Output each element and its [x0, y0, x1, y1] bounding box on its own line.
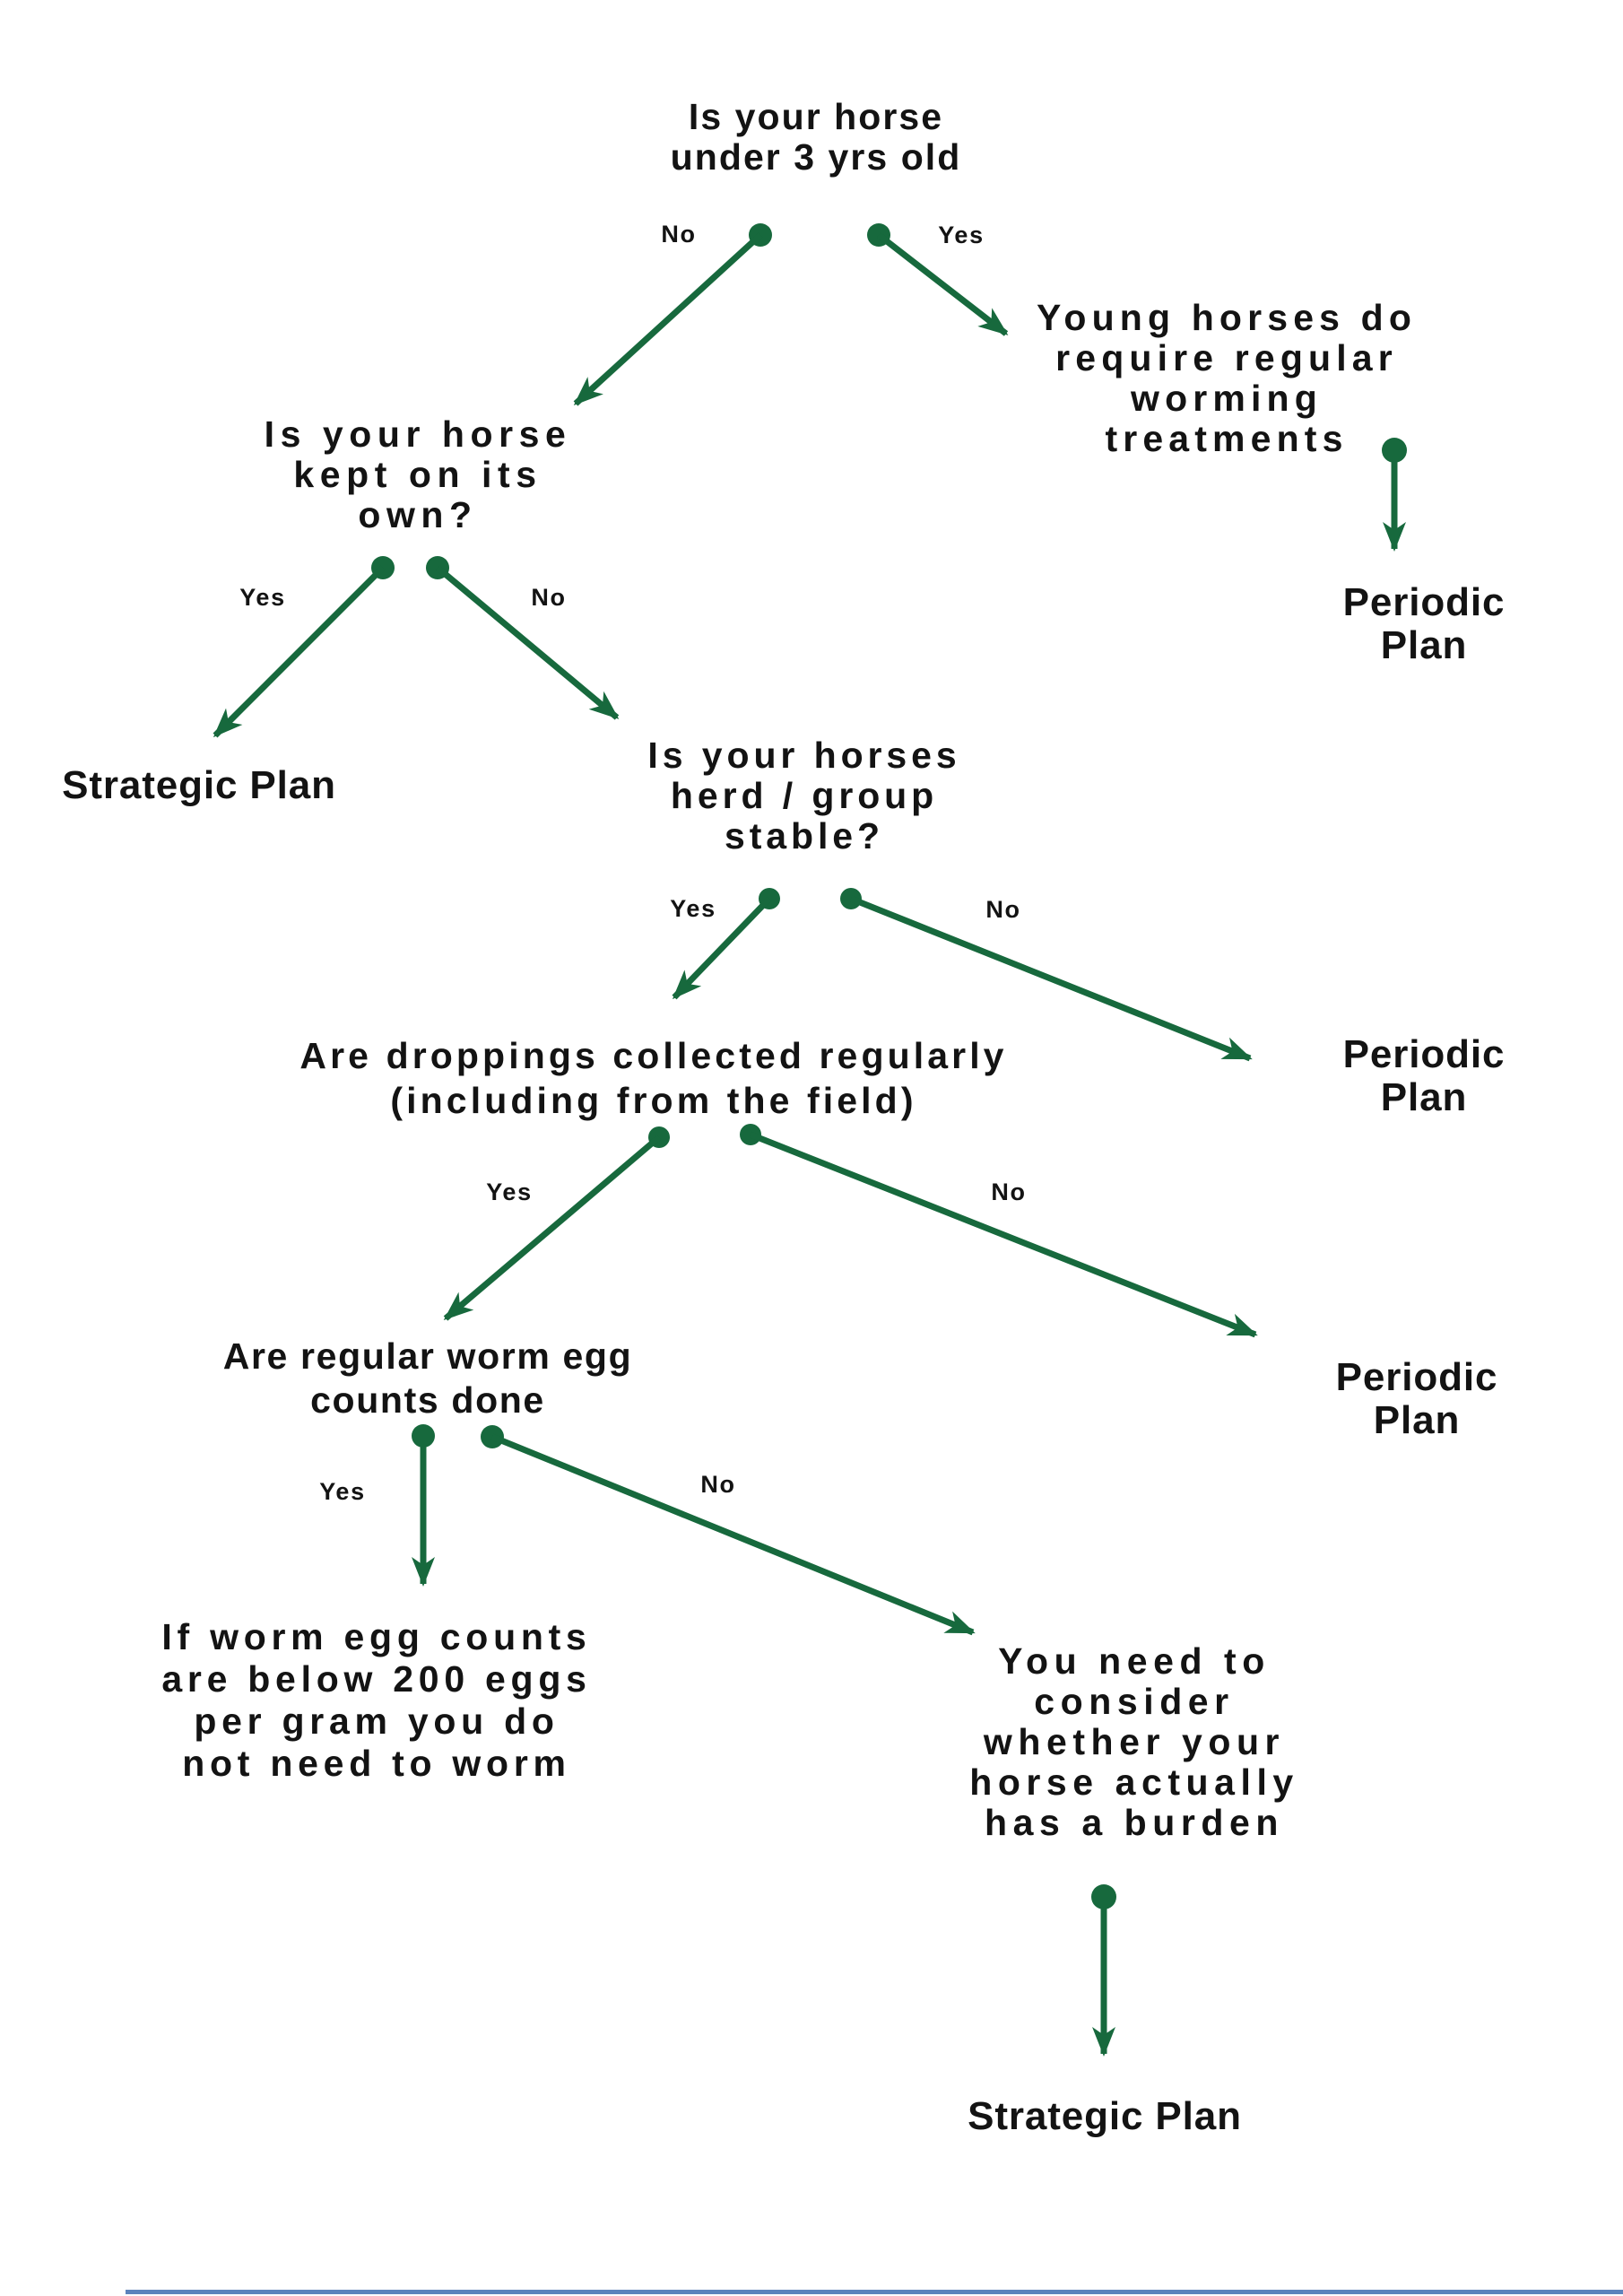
edge-q4-no [740, 1124, 1258, 1338]
branch-label-q5-yes: Yes [319, 1478, 366, 1505]
edge-q2-no [426, 556, 620, 720]
branch-label-q1-no: No [661, 221, 697, 248]
edge-q3-no [840, 888, 1253, 1062]
branch-label-q4-yes: Yes [486, 1178, 533, 1205]
outcome-strategic-plan-2: Strategic Plan [968, 2094, 1242, 2138]
edge-young-to-periodic1 [1382, 438, 1407, 552]
edge-q1-no [573, 223, 772, 406]
branch-label-q2-no: No [531, 584, 567, 611]
question-droppings-collected: Are droppings collected regularly (inclu… [299, 1035, 1008, 1122]
outcome-below-200-eggs: If worm egg counts are below 200 eggs pe… [161, 1616, 592, 1785]
branch-label-q5-no: No [700, 1471, 736, 1498]
outcome-periodic-plan-2: Periodic Plan [1342, 1032, 1506, 1120]
question-kept-on-own: Is your horse kept on its own? [264, 413, 572, 536]
edge-consider-to-strategic2 [1091, 1884, 1116, 2057]
question-worm-egg-counts: Are regular worm egg counts done [222, 1335, 633, 1422]
bottom-border-line [126, 2290, 1623, 2294]
edge-q5-no [481, 1425, 976, 1636]
outcome-periodic-plan-3: Periodic Plan [1335, 1355, 1498, 1443]
outcome-strategic-plan-1: Strategic Plan [62, 763, 336, 807]
branch-label-q1-yes: Yes [938, 222, 985, 248]
branch-label-q3-no: No [985, 896, 1021, 923]
outcome-consider-burden: You need to consider whether your horse … [969, 1640, 1299, 1844]
edge-q4-yes [443, 1126, 670, 1321]
outcome-young-horses: Young horses do require regular worming … [1036, 297, 1418, 460]
outcome-periodic-plan-1: Periodic Plan [1342, 580, 1506, 668]
branch-label-q4-no: No [991, 1178, 1027, 1205]
question-herd-group-stable: Is your horses herd / group stable? [647, 735, 961, 857]
question-under-3yrs: Is your horse under 3 yrs old [670, 96, 962, 178]
branch-label-q3-yes: Yes [670, 895, 716, 922]
edge-q5-yes [412, 1424, 435, 1587]
edge-q3-yes [672, 888, 780, 1000]
branch-label-q2-yes: Yes [239, 584, 286, 611]
edge-q2-yes [213, 556, 395, 738]
edge-q1-yes [867, 223, 1009, 336]
